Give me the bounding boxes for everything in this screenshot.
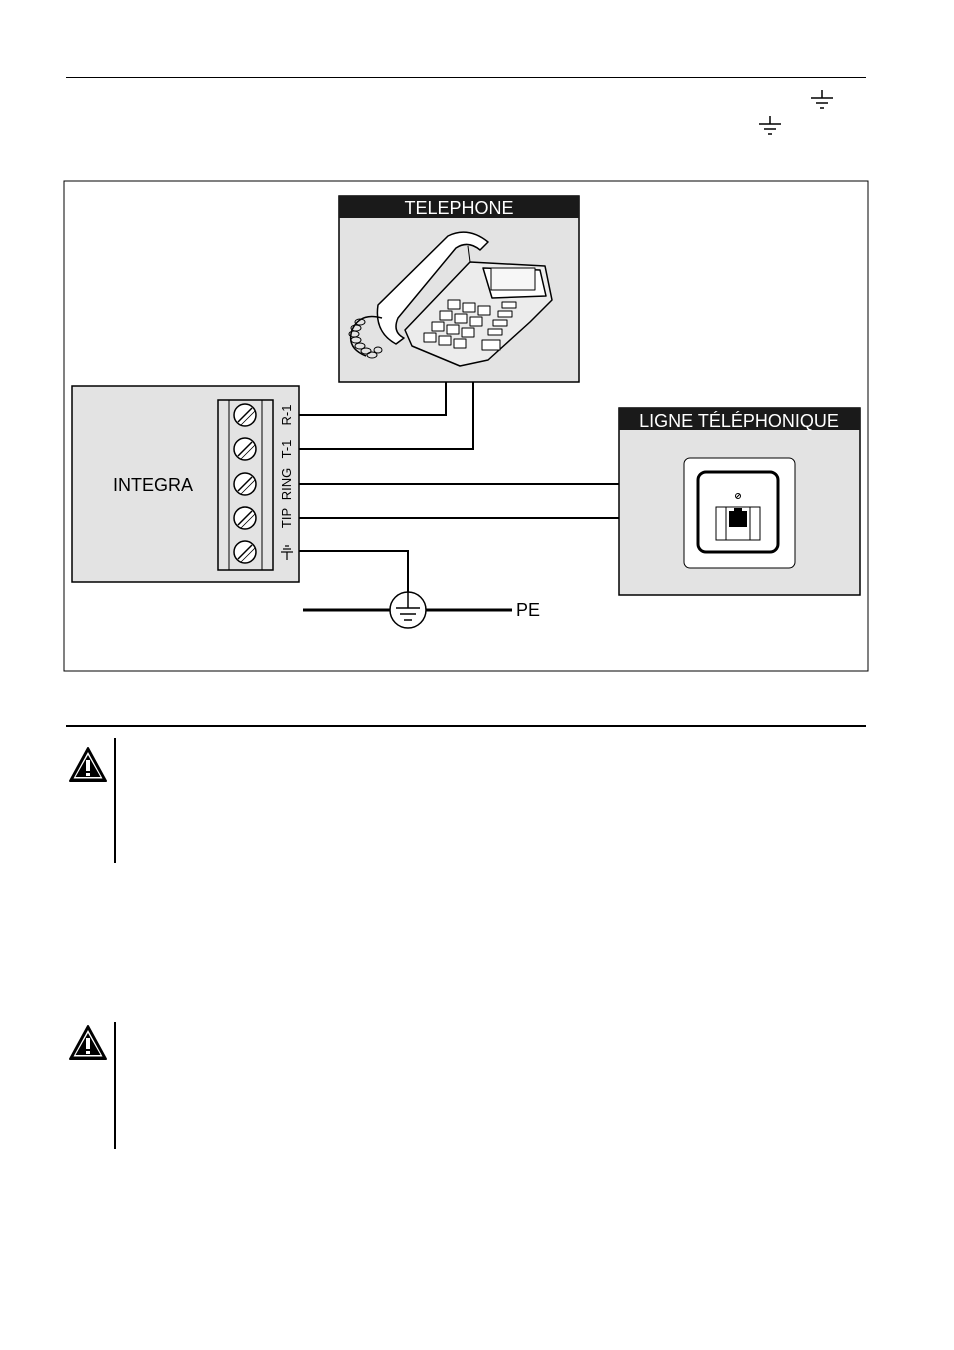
wires bbox=[299, 382, 619, 594]
terminal-label-r1: R-1 bbox=[279, 405, 294, 426]
phone-line-label: LIGNE TÉLÉPHONIQUE bbox=[639, 411, 839, 431]
ground-icon bbox=[811, 90, 833, 109]
terminal-label-t1: T-1 bbox=[279, 440, 294, 459]
telephone-label: TELEPHONE bbox=[404, 198, 513, 218]
wire-r1 bbox=[299, 382, 447, 416]
terminal-screws bbox=[233, 403, 257, 564]
wiring-diagram: TELEPHONE bbox=[63, 180, 869, 672]
wire-ground bbox=[299, 550, 409, 594]
pe-label: PE bbox=[516, 600, 540, 620]
top-rule bbox=[66, 77, 866, 78]
wall-socket-icon bbox=[683, 457, 796, 569]
ground-icon bbox=[281, 545, 293, 560]
warning-icon bbox=[69, 1025, 107, 1060]
integra-module: INTEGRA bbox=[71, 385, 300, 583]
telephone-icon bbox=[348, 231, 553, 367]
pe-bus: PE bbox=[303, 591, 540, 629]
phone-line-panel: LIGNE TÉLÉPHONIQUE bbox=[618, 407, 861, 596]
warning-icon bbox=[69, 747, 107, 782]
warning-bar bbox=[114, 1022, 116, 1149]
section-rule bbox=[66, 725, 866, 727]
terminal-label-ring: RING bbox=[279, 468, 294, 501]
wire-t1 bbox=[299, 382, 474, 450]
integra-label: INTEGRA bbox=[113, 475, 193, 495]
warning-bar bbox=[114, 738, 116, 863]
diagram-frame bbox=[63, 180, 869, 672]
terminal-label-tip: TIP bbox=[279, 508, 294, 528]
ground-icon bbox=[759, 116, 781, 135]
